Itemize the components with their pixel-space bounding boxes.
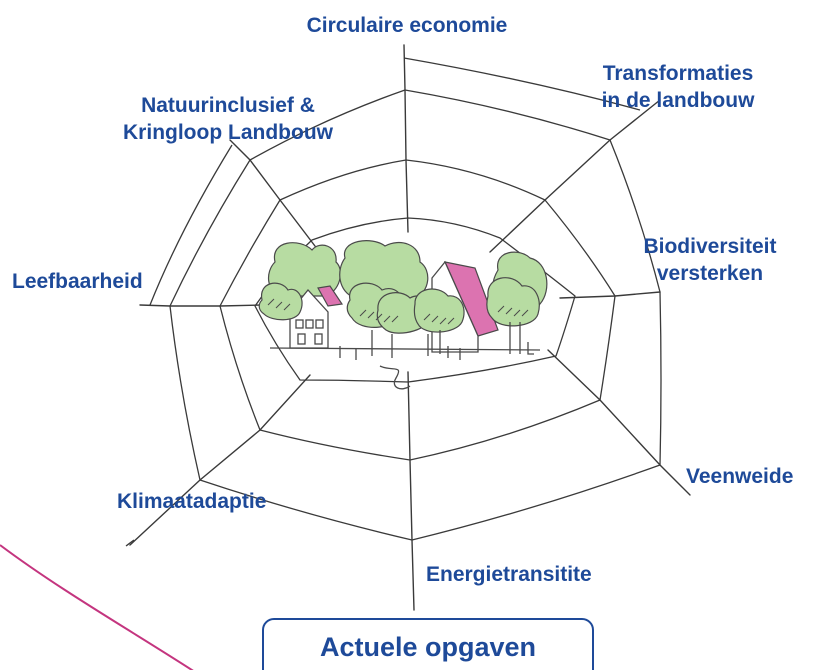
label-line: Klimaatadaptie: [117, 490, 267, 513]
label-line: Leefbaarheid: [12, 270, 143, 293]
diagram-title: Actuele opgaven: [319, 632, 537, 662]
title-box: Actuele opgaven: [262, 618, 594, 670]
sketch-tick: [125, 539, 135, 547]
label-line: versterken: [656, 262, 764, 285]
accent-curve: [0, 544, 194, 670]
label-line: Veenweide: [686, 465, 794, 488]
label-natuurinclusief: Natuurinclusief & Kringloop Landbouw: [98, 92, 358, 146]
label-energietransitie: Energietransitite: [426, 561, 626, 588]
label-line: Circulaire economie: [306, 14, 508, 37]
label-leefbaarheid: Leefbaarheid: [12, 268, 172, 295]
label-line: Kringloop Landbouw: [123, 121, 333, 144]
label-line: in de landbouw: [601, 89, 755, 112]
web-spokes: [129, 44, 691, 611]
label-line: Energietransitite: [426, 563, 592, 586]
label-klimaatadaptie: Klimaatadaptie: [117, 488, 307, 515]
label-biodiversiteit: Biodiversiteit versterken: [625, 233, 795, 287]
label-transformaties: Transformaties in de landbouw: [578, 60, 778, 114]
label-circulaire-economie: Circulaire economie: [287, 12, 527, 39]
label-line: Natuurinclusief &: [141, 94, 315, 117]
label-veenweide: Veenweide: [686, 463, 810, 490]
farmhouse-with-trees-icon: [258, 240, 548, 390]
label-line: Transformaties: [602, 62, 754, 85]
label-line: Biodiversiteit: [643, 235, 777, 258]
